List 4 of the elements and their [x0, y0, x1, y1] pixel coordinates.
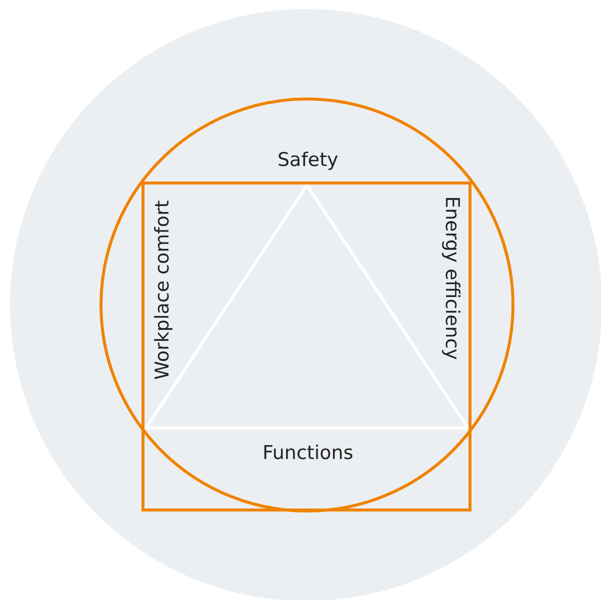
axis-label: Workplace comfort	[151, 200, 174, 380]
axis-label: Functions	[262, 442, 354, 464]
axis-label: Energy efficiency	[440, 196, 463, 360]
axis-label: Safety	[278, 149, 338, 171]
